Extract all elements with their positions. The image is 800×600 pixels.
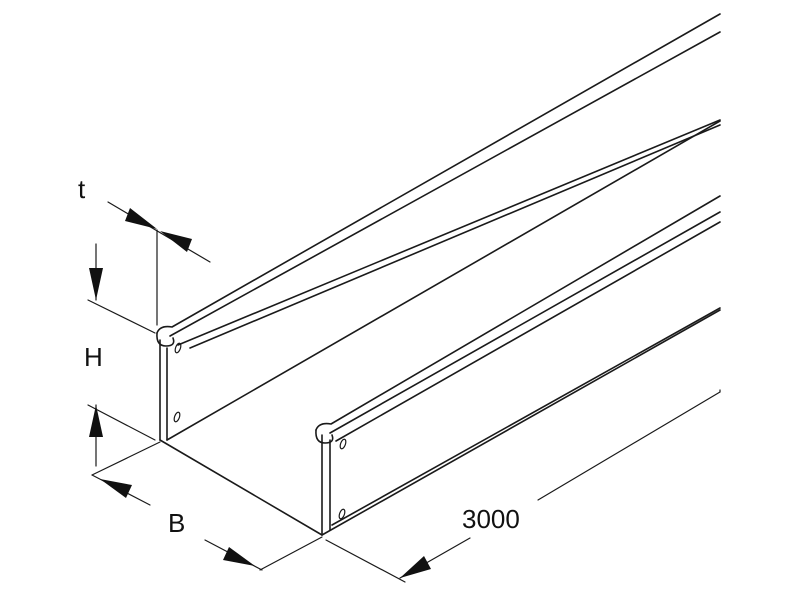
right-wall-slot-bottom (338, 508, 346, 520)
thickness-arrow-right (160, 231, 192, 252)
bottom-inner-crease (331, 307, 721, 526)
length-label: 3000 (462, 504, 520, 534)
thickness-dimension-line (107, 201, 211, 263)
left-wall-base-back (166, 120, 721, 441)
left-lip-outer (156, 13, 721, 334)
dimension-height: H (84, 243, 156, 467)
bottom-front-edge (159, 439, 323, 536)
thickness-arrow-left (125, 208, 157, 229)
dimension-thickness: t (78, 174, 211, 326)
right-lip-inner-2 (335, 221, 721, 442)
left-wall-slot-top (174, 342, 182, 354)
right-lip-inner (329, 211, 721, 434)
height-extension-bottom (87, 404, 156, 441)
left-wall-top-back (177, 119, 721, 346)
dimension-length: 3000 (325, 389, 721, 583)
right-lip-curl (315, 429, 334, 444)
height-extension-top (87, 299, 156, 334)
left-lip-curl (156, 332, 175, 347)
length-dimension-line-upper (537, 391, 721, 501)
tray-body (156, 13, 721, 536)
width-arrow-left (100, 479, 132, 498)
length-extension-front (325, 539, 406, 583)
bottom-back-edge (321, 309, 721, 536)
length-arrow-front (400, 556, 431, 578)
height-arrow-bottom (89, 405, 103, 437)
width-label: B (168, 508, 185, 538)
dimension-width: B (91, 441, 323, 571)
width-extension-right (259, 536, 323, 571)
left-wall-slot-bottom (173, 411, 181, 423)
height-arrow-top (89, 268, 103, 300)
width-arrow-right (223, 547, 255, 566)
left-lip-inner (169, 31, 721, 337)
height-label: H (84, 342, 103, 372)
left-wall-fold-back (189, 124, 721, 349)
right-lip-outer (315, 195, 721, 431)
thickness-label: t (78, 174, 86, 204)
width-extension-left (91, 441, 161, 476)
right-wall-slot-top (339, 438, 347, 450)
